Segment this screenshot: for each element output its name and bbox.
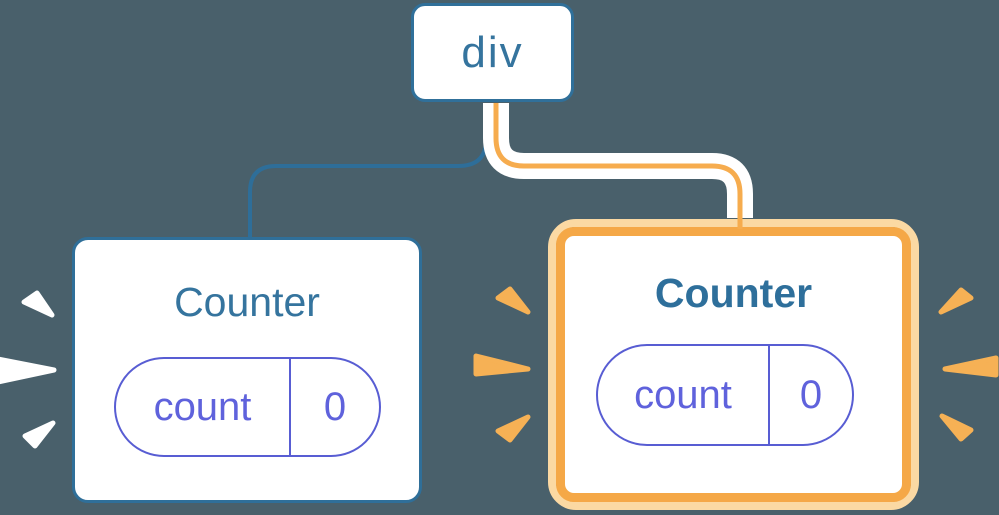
connector-to-counter-1	[248, 103, 488, 239]
counter-card-2: Counter count 0	[556, 227, 911, 502]
burst-ray	[473, 353, 531, 377]
burst-ray	[938, 287, 974, 315]
burst-left	[0, 290, 57, 449]
burst-ray	[22, 420, 56, 449]
burst-ray	[0, 356, 57, 385]
burst-ray	[495, 286, 531, 315]
state-value-cell: 0	[770, 346, 852, 444]
state-value-label: 0	[323, 384, 347, 429]
state-key-cell: count	[598, 346, 770, 444]
tree-node-div-label: div	[461, 27, 524, 77]
state-key-label: count	[634, 372, 732, 417]
burst-middle	[473, 286, 531, 443]
connector-to-counter-2	[493, 103, 743, 229]
state-value-cell: 0	[291, 359, 379, 455]
counter-card-1: Counter count 0	[72, 237, 422, 503]
counter-card-2-highlight-ring: Counter count 0	[548, 219, 919, 510]
burst-ray	[942, 355, 999, 378]
counter-card-2-title: Counter	[654, 270, 813, 316]
burst-ray	[939, 413, 974, 442]
state-key-label: count	[153, 384, 252, 429]
connector-to-counter-2-casing	[483, 103, 753, 218]
counter-card-1-state-pill: count 0	[114, 357, 381, 457]
counter-card-1-title: Counter	[174, 279, 320, 325]
tree-node-div: div	[411, 3, 574, 102]
burst-right	[938, 287, 999, 442]
burst-ray	[21, 290, 55, 318]
state-key-cell: count	[116, 359, 291, 455]
counter-card-2-state-pill: count 0	[596, 344, 854, 446]
state-value-label: 0	[799, 372, 823, 417]
burst-ray	[495, 414, 531, 443]
